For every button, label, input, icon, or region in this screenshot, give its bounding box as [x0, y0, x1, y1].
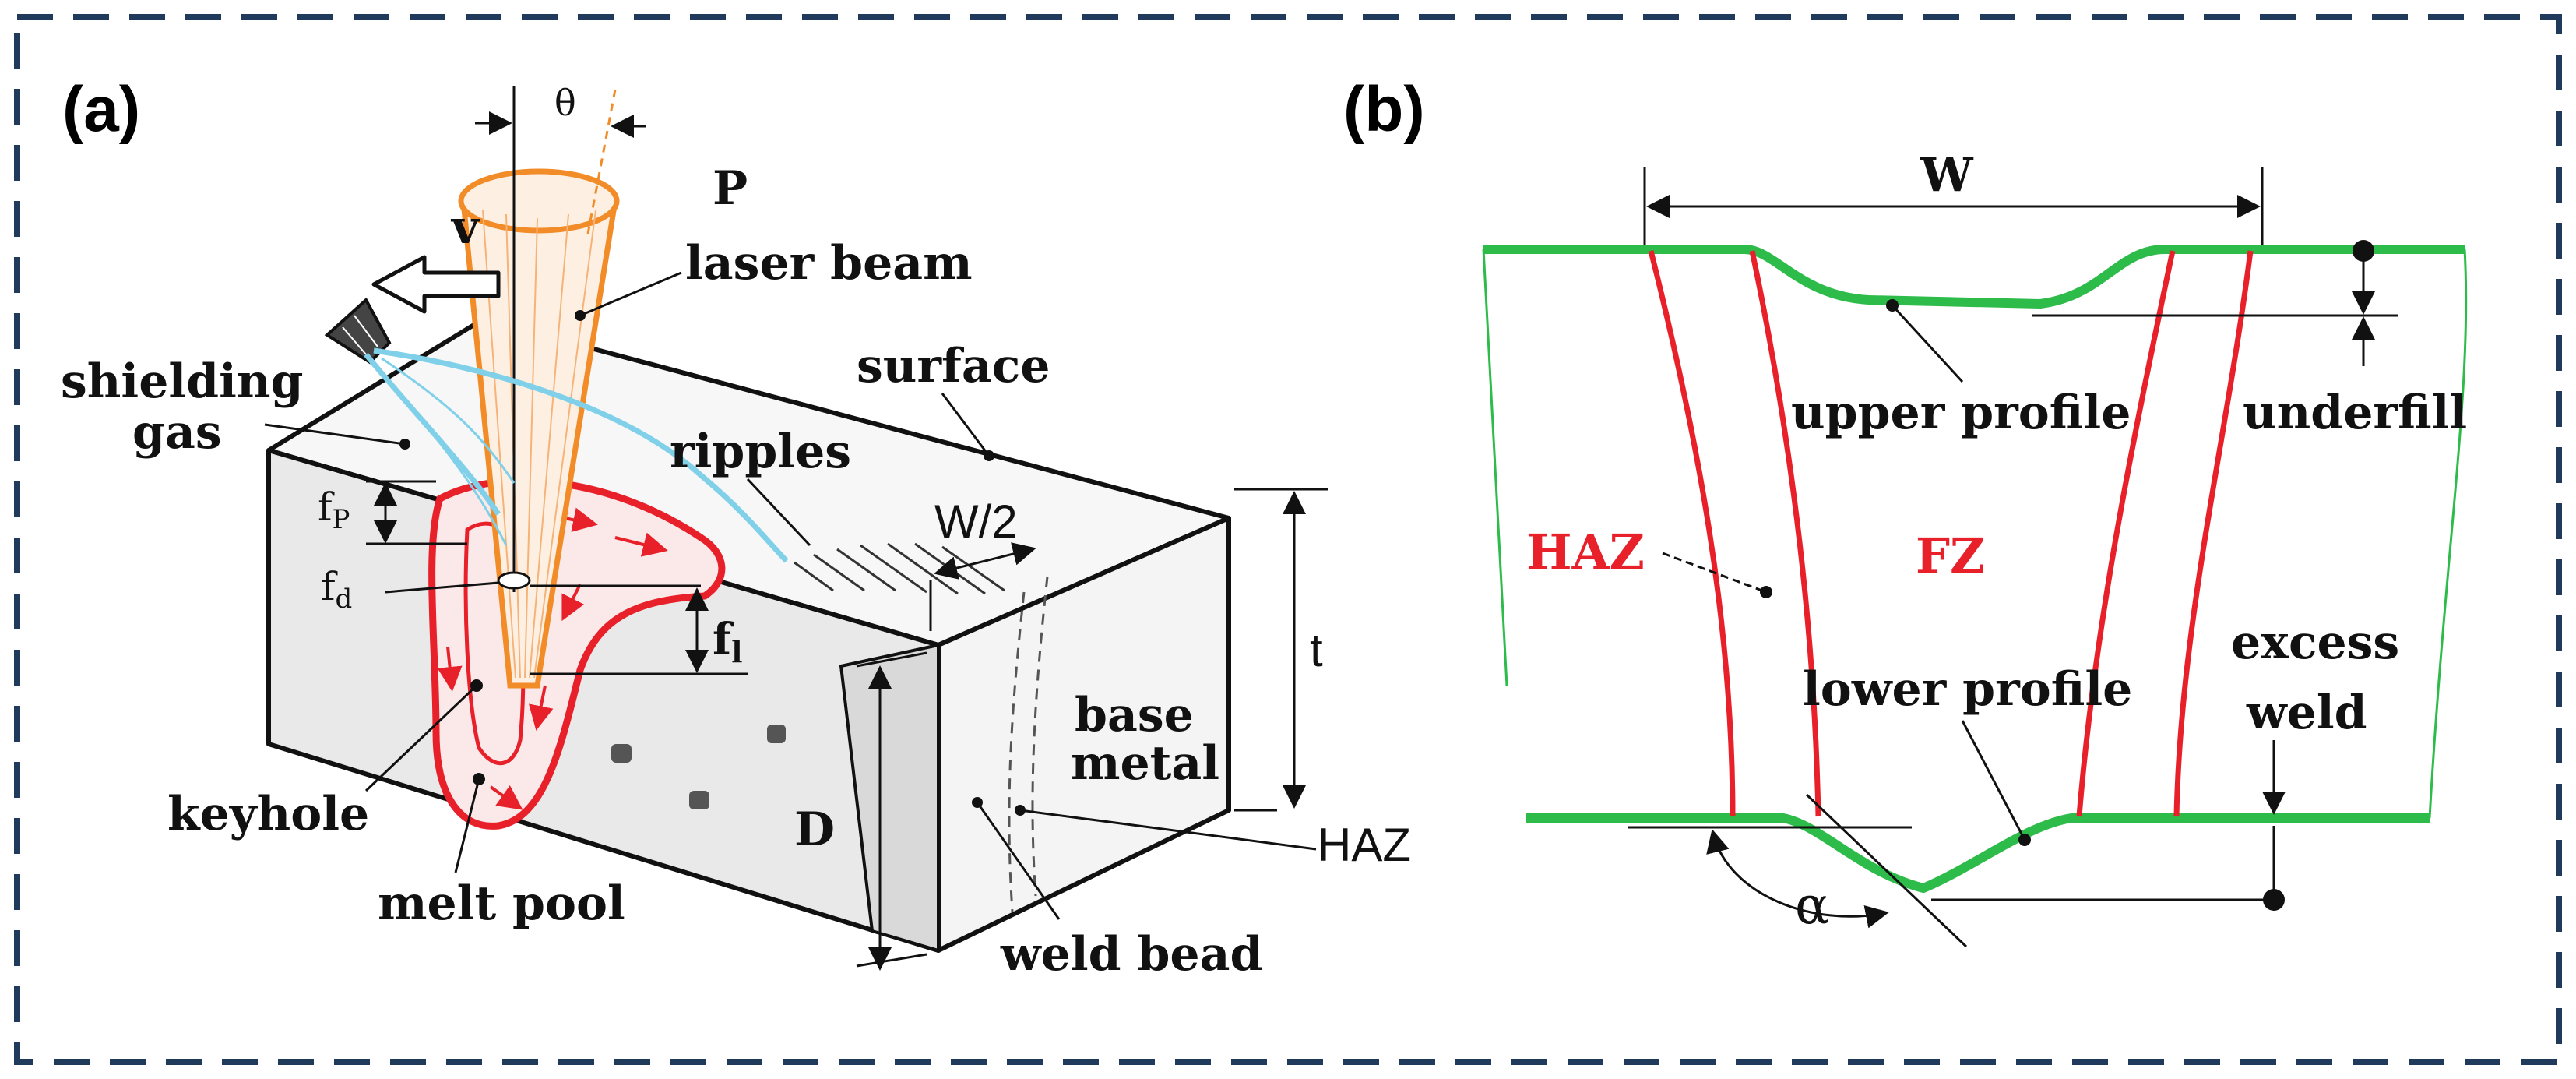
surface-leader [941, 393, 991, 457]
panel-a: (a) [61, 74, 1411, 982]
excess-label-1: excess [2231, 615, 2399, 670]
velocity-label: v [450, 200, 480, 255]
haz-lines [1008, 576, 1049, 912]
ripples-leader [746, 478, 811, 547]
d-dimension [856, 651, 927, 971]
weld-bead-label: weld bead [1000, 927, 1262, 982]
w-dimension [1643, 167, 2264, 245]
w2-dimension [929, 542, 1036, 631]
w-label: W [1920, 148, 1974, 203]
panel-b-label: (b) [1343, 74, 1425, 145]
lower-profile-label: lower profile [1803, 662, 2132, 717]
w2-label: W/2 [934, 495, 1018, 548]
haz-label-a: HAZ [1318, 819, 1411, 871]
surface-label: surface [857, 339, 1050, 393]
shielding-label-1: shielding [61, 354, 303, 409]
haz-leader [1019, 809, 1317, 851]
fz-label: FZ [1916, 527, 1985, 584]
t-dimension [1234, 488, 1328, 812]
workpiece-block [266, 317, 1231, 953]
alpha-label: α [1795, 876, 1830, 936]
keyhole-leader [364, 684, 478, 792]
d-label: D [794, 802, 835, 857]
t-label: t [1310, 624, 1323, 676]
base-metal-label-1: base [1075, 688, 1194, 742]
gas-nozzle [324, 297, 392, 365]
fp-label: fP [318, 485, 350, 535]
upper-profile [1483, 245, 2465, 309]
underfill-label: underfill [2243, 386, 2467, 440]
panel-a-label: (a) [62, 74, 140, 145]
laser-beam-leader [579, 271, 682, 317]
laser-beam-label: laser beam [685, 236, 973, 291]
plate-outline [1482, 249, 2468, 819]
shielding-label-2: gas [132, 405, 222, 460]
underfill-dimension [2032, 261, 2398, 366]
melt-pool-leader [454, 778, 480, 873]
dashed-frame [14, 14, 2562, 1065]
upper-profile-leader [1891, 304, 1964, 383]
fd-label: fd [321, 564, 352, 615]
beam-axis [475, 86, 646, 592]
haz-b-leader [1662, 552, 1767, 594]
fd-leader [385, 581, 499, 594]
fl-dimension [530, 584, 748, 675]
pores [611, 725, 786, 809]
ripples-label: ripples [670, 425, 851, 479]
weld-bead-leader [976, 802, 1061, 920]
fl-label: fl [713, 614, 743, 669]
lower-profile-leader [1961, 720, 2026, 841]
fp-dimension [366, 480, 467, 545]
theta-label: θ [554, 82, 576, 124]
haz-label-b: HAZ [1526, 524, 1645, 580]
excess-dot [2263, 889, 2285, 911]
keyhole-label: keyhole [167, 787, 369, 841]
base-metal-label-2: metal [1071, 736, 1219, 791]
gas-stream [364, 347, 789, 563]
excess-label-2: weld [2246, 686, 2367, 740]
upper-profile-label: upper profile [1791, 386, 2131, 440]
excess-dimension [1931, 740, 2286, 901]
power-label: P [713, 161, 748, 216]
shielding-gas-leader [264, 423, 406, 446]
alpha-construction [1628, 793, 1968, 948]
fusion-lines [1648, 250, 2254, 817]
velocity-arrow [371, 255, 501, 314]
panel-b: (b) W underfill [1343, 74, 2468, 948]
melt-pool-label: melt pool [378, 876, 625, 931]
ripples-hatch [794, 542, 1005, 595]
focal-spot [497, 571, 531, 590]
underfill-dot [2353, 240, 2374, 262]
